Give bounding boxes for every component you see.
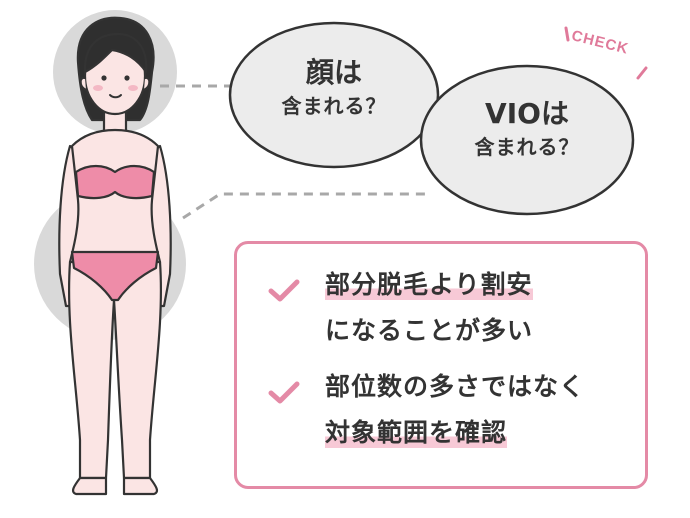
vio-bubble xyxy=(419,64,635,216)
face-features xyxy=(93,75,138,99)
woman-figure xyxy=(58,16,172,496)
check-tick-right xyxy=(636,66,648,80)
vio-bubble-text: VIOは 含まれる？ xyxy=(437,96,617,162)
check-icon xyxy=(268,279,300,302)
point-2-line-1: 部位数の多さではなく xyxy=(325,372,586,401)
face-bubble-line1: 顔は xyxy=(305,56,362,89)
face-bubble-text: 顔は 含まれる？ xyxy=(244,55,424,121)
vio-bubble-line2: 含まれる？ xyxy=(474,135,580,159)
face-bubble-line2: 含まれる？ xyxy=(281,94,387,118)
vio-bubble-line1: VIOは xyxy=(485,97,569,130)
info-panel: 部分脱毛より割安 になることが多い 部位数の多さではなく 対象範囲を確認 xyxy=(234,241,648,489)
check-icon xyxy=(268,381,300,404)
face-bubble xyxy=(228,21,440,169)
vio-leader-line xyxy=(182,192,425,220)
point-2-line-2: 対象範囲を確認 xyxy=(325,418,508,448)
point-1-line-2: になることが多い xyxy=(325,316,534,345)
check-tick-left xyxy=(564,26,570,42)
point-1-line-1: 部分脱毛より割安 xyxy=(325,270,533,300)
